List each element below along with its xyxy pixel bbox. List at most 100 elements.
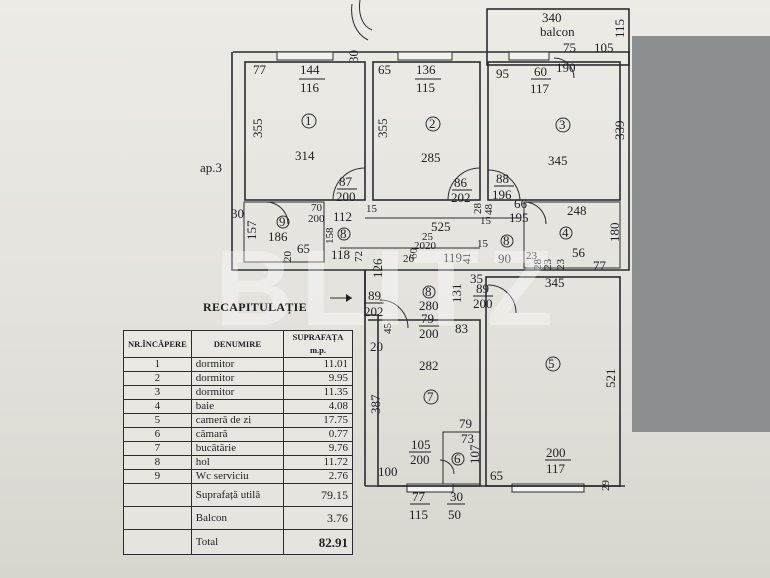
dim: 29 — [600, 480, 612, 492]
room-2-outline — [372, 61, 481, 201]
recap-title: RECAPITULAȚIE — [203, 300, 307, 314]
dim: 28 — [472, 203, 484, 215]
cell — [123, 529, 192, 555]
door-room-3 — [487, 169, 521, 201]
dim: 525 — [431, 219, 451, 234]
dim: 116 — [300, 80, 320, 95]
dim: 115 — [409, 507, 428, 522]
room-number: 5 — [548, 356, 555, 371]
room-area: 314 — [295, 148, 315, 163]
col-room-number: NR.ÎNCĂPERE — [123, 330, 192, 358]
cell: cămară — [190, 427, 285, 442]
dim: 90 — [498, 251, 511, 266]
dim: 200 — [473, 296, 493, 311]
dim: 280 — [419, 298, 439, 313]
col-name: DENUMIRE — [190, 330, 285, 358]
cell: Wc serviciu — [190, 469, 285, 484]
dim: 339 — [612, 121, 627, 141]
cell: 8 — [123, 455, 192, 470]
dim: 77 — [412, 489, 426, 504]
dim: 119 — [443, 250, 462, 265]
cell: 11.35 — [283, 385, 353, 400]
dim: 15 — [366, 203, 378, 215]
cell — [123, 483, 192, 507]
balcon-label: balcon — [540, 24, 575, 39]
cell: 5 — [123, 413, 192, 428]
window-room-5 — [511, 483, 585, 493]
dim: 158 — [324, 227, 336, 244]
balcon-dim: 75 — [563, 40, 576, 55]
entry-arrow-head — [346, 294, 352, 302]
room-number: 1 — [305, 113, 312, 128]
dim: 72 — [353, 251, 365, 262]
dim: 355 — [375, 119, 390, 139]
dim: 100 — [378, 464, 398, 479]
dim: 45 — [382, 323, 394, 335]
cell: Balcon — [190, 506, 285, 530]
balcon-dim: 190 — [556, 60, 576, 75]
dim: 126 — [370, 258, 385, 278]
room-area: 282 — [419, 358, 439, 373]
dim: 77 — [253, 62, 267, 77]
dim: 87 — [339, 174, 353, 189]
dim: 144 — [300, 62, 320, 77]
room-number: 8 — [425, 284, 432, 299]
hall-marker-1 — [337, 227, 351, 241]
dim: 89 — [476, 281, 489, 296]
dim: 23 — [526, 250, 538, 262]
cell: 0.77 — [283, 427, 353, 442]
dim: 88 — [496, 171, 509, 186]
dim: 28 — [532, 259, 544, 271]
dim: 26 — [403, 253, 415, 265]
dim: 65 — [297, 241, 310, 256]
pencil-scribble — [351, 0, 373, 41]
room-area: 186 — [268, 229, 288, 244]
dim: 15 — [480, 215, 492, 227]
room-number: 2 — [429, 116, 436, 131]
dim: 136 — [416, 62, 436, 77]
cell: 11.72 — [283, 455, 353, 470]
cell: 7 — [123, 441, 192, 456]
door-hall — [379, 299, 409, 329]
door-room-2 — [447, 167, 481, 201]
room-1-marker — [301, 113, 317, 129]
dim: 248 — [567, 203, 587, 218]
cell: Suprafață utilă — [190, 483, 285, 507]
room-area: 345 — [548, 153, 568, 168]
dim: 521 — [603, 369, 618, 389]
dim: 387 — [368, 394, 383, 414]
dim: 30 — [450, 489, 463, 504]
balcon-dim: 105 — [594, 40, 614, 55]
dim: 200 — [308, 213, 325, 225]
dim: 15 — [477, 238, 489, 250]
cell: 9.76 — [283, 441, 353, 456]
balcon-width: 340 — [542, 10, 562, 25]
dim: 202 — [451, 190, 471, 205]
dim: 180 — [607, 223, 622, 243]
dim: 195 — [509, 210, 529, 225]
cell: baie — [190, 399, 285, 414]
dim: 355 — [250, 119, 265, 139]
room-number: 4 — [562, 225, 569, 240]
cell: 17.75 — [283, 413, 353, 428]
dim: 56 — [572, 245, 586, 260]
dim: 157 — [244, 220, 259, 240]
dim: 200 — [336, 189, 356, 204]
dim: 105 — [411, 437, 431, 452]
col-area: SUPRAFAȚA m.p. — [283, 330, 353, 358]
window-room-7 — [406, 483, 454, 493]
window-room-3 — [508, 51, 550, 61]
cell: hol — [190, 455, 285, 470]
dim: 112 — [333, 209, 352, 224]
dim: 200 — [419, 326, 439, 341]
dim: 83 — [455, 321, 468, 336]
balcony-door-swing — [553, 57, 575, 79]
cell: 79.15 — [283, 483, 353, 507]
cell: 4.08 — [283, 399, 353, 414]
